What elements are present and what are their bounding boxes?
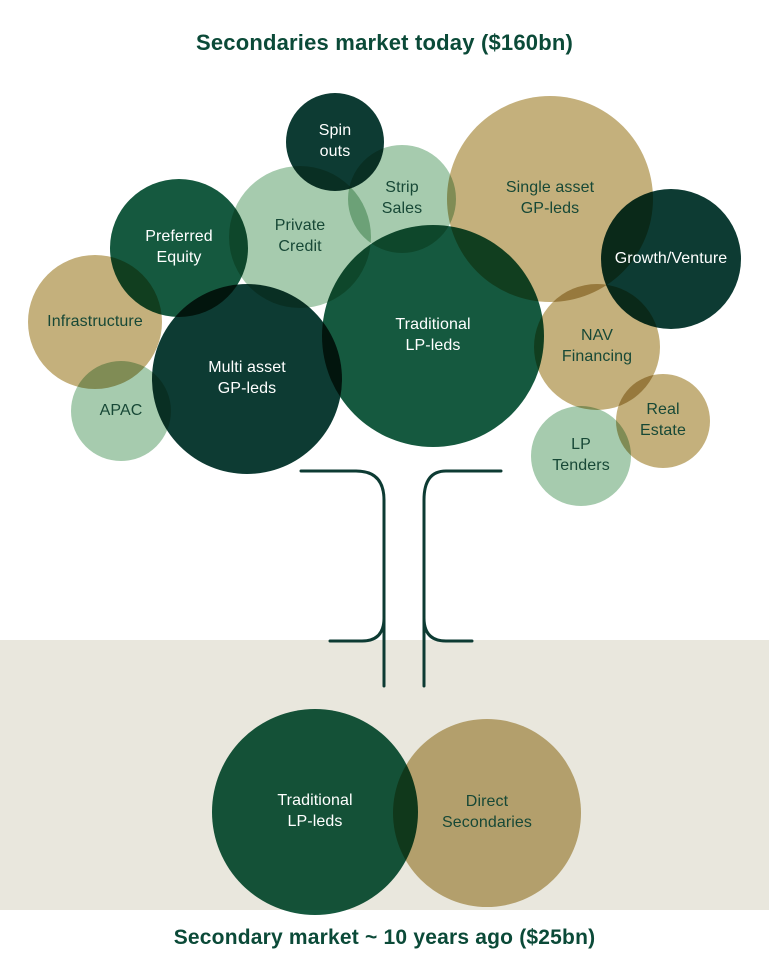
bubble-ten-years-ago-traditional-lp-leds xyxy=(212,709,418,915)
chart-title-today: Secondaries market today ($160bn) xyxy=(195,30,574,55)
bubble-today-apac xyxy=(71,361,171,461)
bubble-ten-years-ago-direct-secondaries xyxy=(393,719,581,907)
bubble-label-today-growth-venture: Growth/Venture xyxy=(614,249,728,267)
bubble-today-real-estate xyxy=(616,374,710,468)
chart-title-ten-years-ago: Secondary market ~ 10 years ago ($25bn) xyxy=(173,926,596,949)
bubble-today-traditional-lp-leds xyxy=(322,225,544,447)
bubble-label-today-infrastructure: Infrastructure xyxy=(47,312,143,330)
bubble-label-today-apac: APAC xyxy=(99,401,143,419)
bubble-today-multi-asset-gp-leds xyxy=(152,284,342,474)
bubble-today-lp-tenders xyxy=(531,406,631,506)
